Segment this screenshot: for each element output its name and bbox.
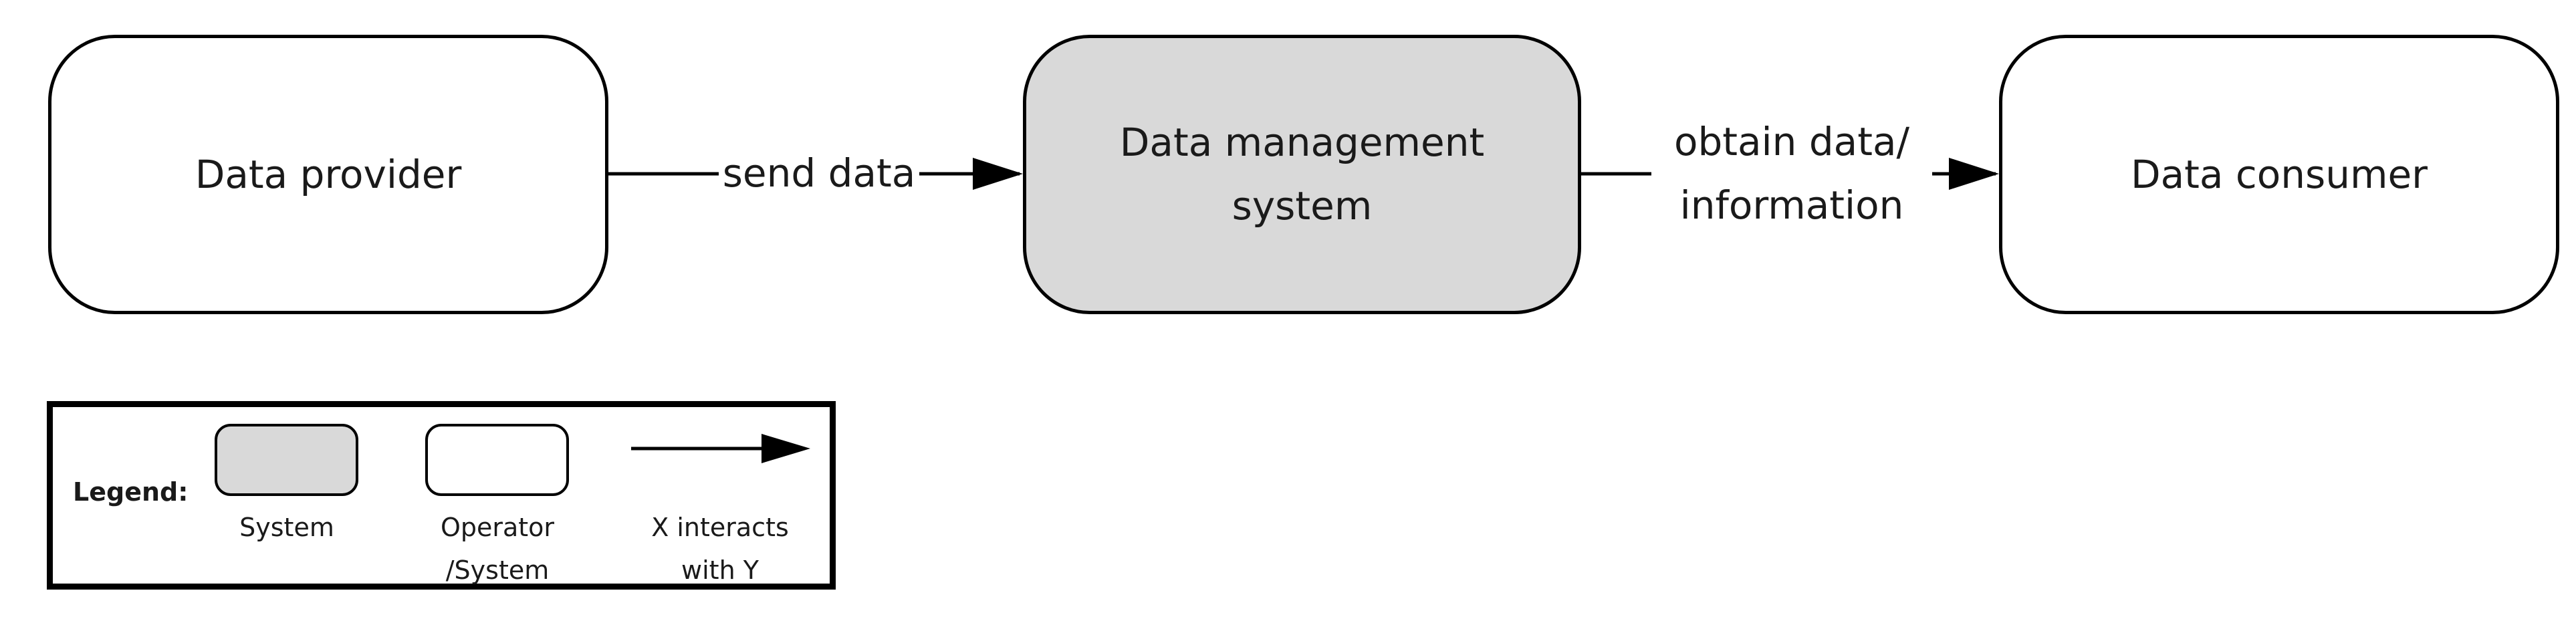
data-management-system-label: Data management system <box>1119 120 1485 229</box>
legend-operator-swatch <box>425 424 569 496</box>
data-consumer-label: Data consumer <box>2130 151 2428 197</box>
legend-interaction-label: X interacts with Y <box>651 513 789 585</box>
obtain-data-label: obtain data/ information <box>1651 110 1932 237</box>
data-provider-node: Data provider <box>48 35 608 314</box>
data-management-system-node: Data management system <box>1023 35 1581 314</box>
send-data-label: send data <box>719 142 919 205</box>
legend-arrow-icon <box>631 434 810 463</box>
legend-system-label: System <box>239 513 334 542</box>
legend-title: Legend: <box>73 477 189 507</box>
legend-operator-label: Operator /System <box>440 513 555 585</box>
legend-system-swatch <box>215 424 358 496</box>
data-provider-label: Data provider <box>195 151 462 197</box>
obtain-data-arrowhead <box>1949 158 1999 190</box>
send-data-arrowhead <box>973 158 1023 190</box>
data-consumer-node: Data consumer <box>1999 35 2559 314</box>
legend: Legend: System Operator /System X intera… <box>47 401 836 590</box>
